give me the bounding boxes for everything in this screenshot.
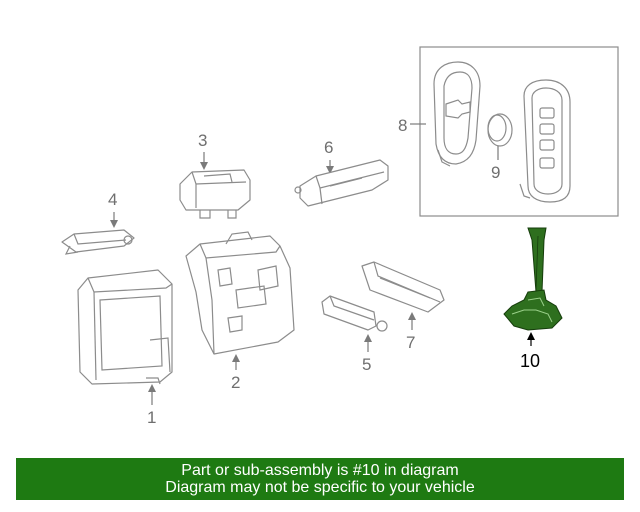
callout-2: 2 (231, 373, 240, 392)
arrow-1 (148, 384, 156, 392)
arrow-7 (408, 312, 416, 320)
callout-5: 5 (362, 355, 371, 374)
part-5-connector (321, 295, 388, 332)
arrow-10 (527, 332, 535, 340)
callout-3: 3 (198, 131, 207, 150)
arrow-2 (232, 354, 240, 362)
arrow-6 (326, 166, 334, 174)
callout-7: 7 (406, 333, 415, 352)
key-kit-box (419, 46, 619, 217)
part-7-trim (361, 261, 445, 313)
part-10-key-blade (503, 227, 563, 331)
arrow-5 (364, 334, 372, 342)
callout-1: 1 (147, 408, 156, 427)
arrow-4 (110, 220, 118, 228)
key-fob-front (519, 79, 571, 203)
callout-8: 8 (398, 116, 407, 135)
callout-4: 4 (108, 190, 117, 209)
part-9-battery (487, 113, 513, 147)
part-2-bracket (185, 231, 295, 355)
arrow-3 (200, 162, 208, 170)
part-1-control-module (77, 269, 173, 385)
part-3-sensor (179, 169, 251, 219)
info-banner: Part or sub-assembly is #10 in diagram D… (16, 458, 624, 500)
part-4-bracket (61, 229, 135, 255)
banner-line-2: Diagram may not be specific to your vehi… (165, 479, 475, 496)
part-8-fob-housing (433, 61, 481, 167)
callout-9: 9 (491, 163, 500, 182)
callout-6: 6 (324, 138, 333, 157)
part-6-antenna (294, 159, 389, 207)
banner-line-1: Part or sub-assembly is #10 in diagram (181, 462, 459, 479)
callout-10: 10 (520, 351, 540, 371)
